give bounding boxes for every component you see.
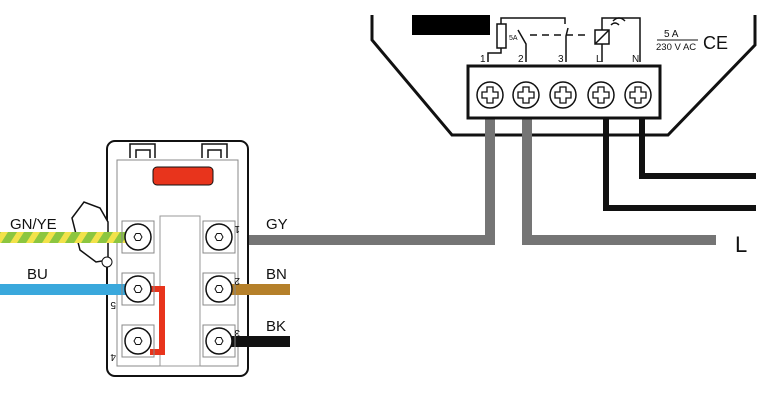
relay-wires bbox=[230, 110, 756, 245]
wire-bn bbox=[230, 284, 290, 295]
wire-bk bbox=[230, 336, 290, 347]
switch-terminal-number: 4 bbox=[110, 351, 116, 362]
wire-stripe bbox=[0, 232, 8, 243]
wire-stripe bbox=[42, 232, 56, 243]
relay-terminal-label: L bbox=[596, 54, 602, 65]
redacted-label-bar bbox=[412, 15, 490, 35]
wire-stripe bbox=[74, 232, 88, 243]
bridge-red bbox=[150, 286, 165, 355]
relay-housing bbox=[370, 15, 757, 137]
switch-terminal-number: 1 bbox=[234, 223, 240, 234]
ce-mark: CE bbox=[703, 33, 728, 53]
rating-voltage: 230 V AC bbox=[656, 42, 696, 53]
wire-stripe bbox=[90, 232, 104, 243]
wire-black-terminal-n bbox=[639, 110, 756, 179]
wire-stripe bbox=[10, 232, 24, 243]
switch-rocker-red bbox=[152, 166, 214, 186]
relay-terminal-label: 2 bbox=[518, 54, 524, 65]
switch-terminal-screw-icon bbox=[202, 324, 236, 358]
fuse-label: 5A bbox=[509, 35, 518, 42]
wire-label-bu: BU bbox=[27, 266, 48, 283]
relay-terminal-label: 1 bbox=[480, 54, 486, 65]
rating-current: 5 A bbox=[664, 29, 679, 40]
wire-label-bn: BN bbox=[266, 266, 287, 283]
wire-gray-terminal-2 bbox=[522, 110, 716, 245]
switch-terminal-numbers: 1 2 3 5 4 bbox=[110, 223, 240, 362]
switch-terminal-screw-icon bbox=[121, 272, 155, 306]
switch-terminal-number: 2 bbox=[234, 275, 240, 286]
wire-gray-terminal-1 bbox=[230, 110, 495, 245]
wire-black-terminal-l bbox=[603, 110, 756, 211]
wire-stripe bbox=[26, 232, 40, 243]
switch-terminal-screw-icon bbox=[202, 272, 236, 306]
switch-terminal-number: 5 bbox=[110, 299, 116, 310]
wire-label-gy: GY bbox=[266, 216, 288, 233]
terminal-screw-icon bbox=[587, 81, 615, 109]
relay-terminal-label: N bbox=[632, 54, 639, 65]
wire-bu bbox=[0, 284, 126, 295]
terminal-screw-icon bbox=[476, 81, 504, 109]
relay-schematic bbox=[487, 17, 641, 62]
switch-clip-left bbox=[129, 143, 156, 158]
ground-screw-icon bbox=[101, 256, 113, 268]
terminal-screw-icon bbox=[512, 81, 540, 109]
wire-labels: GN/YE BU GY BN BK bbox=[10, 216, 288, 335]
switch-clip-right bbox=[201, 143, 228, 158]
wire-label-gn-ye: GN/YE bbox=[10, 216, 57, 233]
switch-terminal-screw-icon bbox=[202, 220, 236, 254]
wire-stripe bbox=[58, 232, 72, 243]
terminal-screw-icon bbox=[624, 81, 652, 109]
relay-terminal-label: 3 bbox=[558, 54, 564, 65]
wire-label-bk: BK bbox=[266, 318, 286, 335]
relay-terminal-labels: 1 2 3 L N bbox=[480, 54, 639, 65]
switch-terminal-screw-icon bbox=[121, 220, 155, 254]
terminal-screw-icon bbox=[549, 81, 577, 109]
switch-terminal-number: 3 bbox=[234, 327, 240, 338]
wire-stripe bbox=[106, 232, 120, 243]
output-label-l: L bbox=[735, 232, 747, 257]
switch-terminal-screw-icon bbox=[121, 324, 155, 358]
